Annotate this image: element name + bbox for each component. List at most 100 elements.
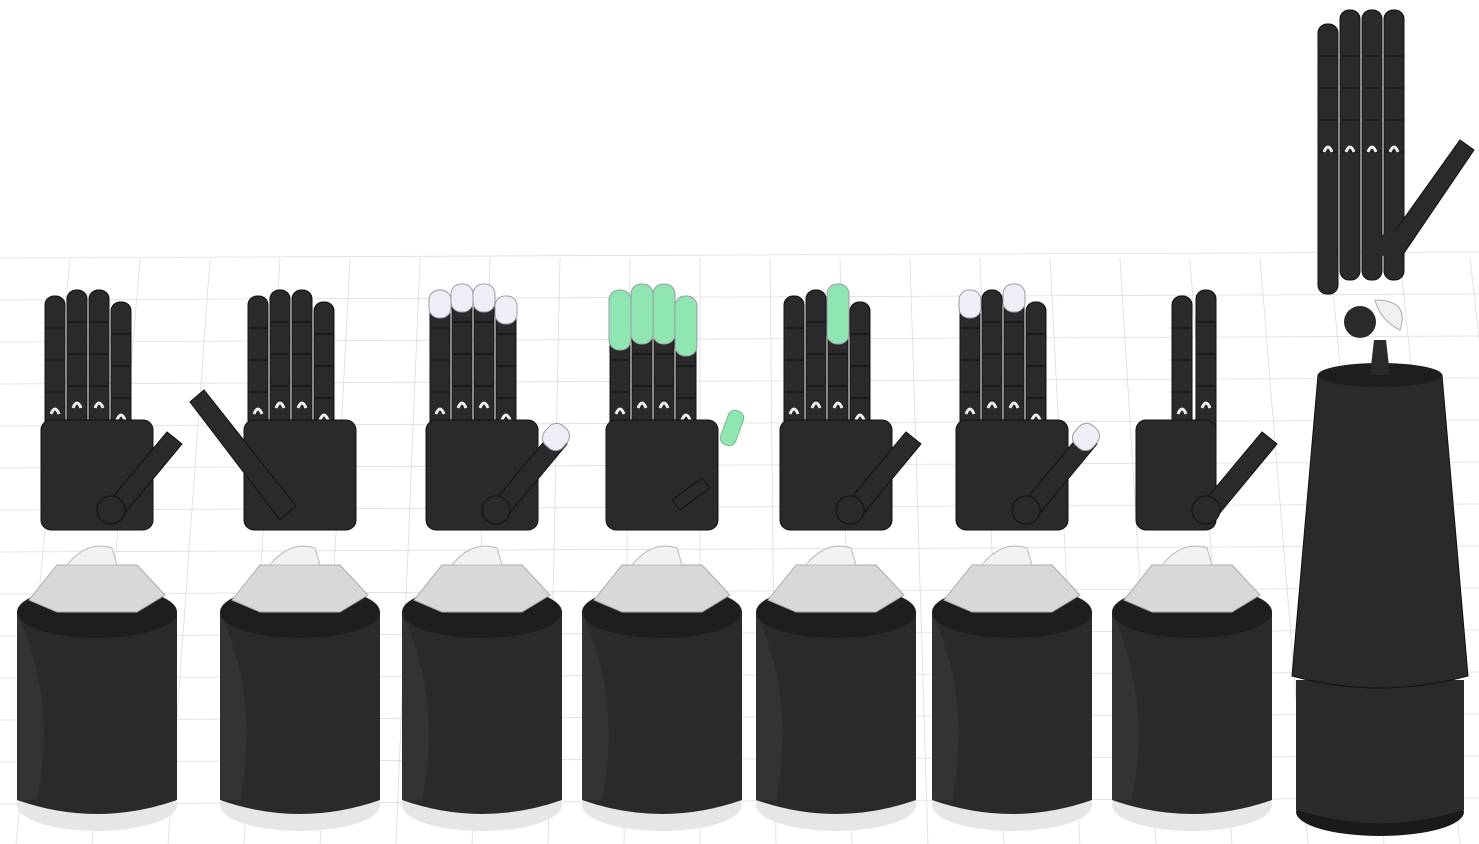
thumb-base	[96, 495, 126, 525]
fingertip	[1002, 283, 1026, 313]
finger-joint-mark	[680, 413, 692, 421]
base-highlight	[17, 612, 44, 800]
fingertip	[450, 283, 474, 313]
finger-joint-mark	[434, 407, 446, 415]
finger-joint-mark	[274, 401, 286, 409]
finger-joint-mark	[964, 407, 976, 415]
grid-line	[0, 335, 1479, 343]
wrist-joint	[980, 545, 1033, 566]
wrist-mount	[767, 564, 905, 613]
grid-line	[909, 257, 929, 844]
base-cylinder	[402, 612, 562, 814]
fingertip	[958, 289, 982, 319]
wrist-mount	[943, 564, 1081, 613]
finger-joint-mark	[478, 401, 490, 409]
wrist-joint	[65, 545, 118, 566]
tall-wrist-ring	[1374, 299, 1403, 331]
finger-joint-mark	[71, 401, 83, 409]
wrist-joint	[804, 545, 857, 566]
base-highlight	[932, 612, 959, 800]
finger-joint-mark	[1366, 145, 1378, 153]
fingertip	[630, 283, 654, 345]
fingertip	[472, 283, 496, 313]
hand-1-open	[17, 289, 183, 831]
base-highlight	[220, 612, 247, 800]
tall-base-lower	[1296, 680, 1464, 823]
wrist-joint	[268, 545, 321, 566]
hand-2-thumb-left	[189, 289, 380, 831]
wrist-joint	[1160, 545, 1213, 566]
hand-8-tall-base	[1291, 9, 1475, 836]
finger-joint-mark	[318, 413, 330, 421]
base-highlight	[756, 612, 783, 800]
grid-line	[395, 257, 421, 844]
base-cylinder	[1112, 612, 1272, 814]
thumb-base	[1378, 231, 1406, 259]
finger-joint-mark	[49, 407, 61, 415]
finger-joint-mark	[1322, 145, 1334, 153]
finger-joint-mark	[636, 401, 648, 409]
grid-line	[0, 545, 1479, 553]
finger-joint-mark	[1176, 407, 1188, 415]
wrist-joint	[630, 545, 683, 566]
finger-joint-mark	[986, 401, 998, 409]
thumb-base	[835, 495, 865, 525]
finger-joint-mark	[296, 401, 308, 409]
tall-base-upper	[1291, 374, 1469, 689]
thumb-base	[1011, 495, 1041, 525]
hand-3-white-tips	[402, 283, 570, 831]
fingertip	[608, 289, 632, 351]
base-highlight	[1112, 612, 1139, 800]
finger-joint-mark	[1344, 145, 1356, 153]
finger-joint-mark	[500, 413, 512, 421]
finger-joint-mark	[1008, 401, 1020, 409]
hand-4-green-fingers	[582, 283, 745, 831]
finger-joint-mark	[1388, 145, 1400, 153]
grid-line	[0, 503, 1479, 511]
base-cylinder	[17, 612, 177, 814]
finger-joint-mark	[614, 407, 626, 415]
base-cylinder	[932, 612, 1092, 814]
finger-joint-mark	[1200, 401, 1212, 409]
base-cylinder	[582, 612, 742, 814]
fingertip	[494, 295, 518, 325]
wrist-mount	[231, 564, 369, 613]
finger-joint-mark	[854, 413, 866, 421]
wrist-mount	[1123, 564, 1261, 613]
finger-joint-mark	[456, 401, 468, 409]
grid-line	[0, 251, 1479, 259]
tall-wrist	[1370, 340, 1390, 375]
wrist-mount	[593, 564, 731, 613]
thumb-tip-detached	[719, 409, 745, 447]
thumb-base	[1191, 495, 1221, 525]
finger-joint-mark	[788, 407, 800, 415]
fingertip	[674, 295, 698, 357]
thumb	[671, 477, 711, 511]
finger	[1339, 9, 1361, 281]
fingertip	[428, 289, 452, 319]
base-highlight	[582, 612, 609, 800]
finger-joint-mark	[658, 401, 670, 409]
thumb-tip	[1072, 422, 1100, 452]
thumb	[189, 389, 297, 521]
hands-group	[17, 9, 1475, 836]
fingertip	[652, 283, 676, 345]
finger	[1317, 23, 1339, 295]
finger-joint-mark	[252, 407, 264, 415]
finger-joint-mark	[1030, 413, 1042, 421]
wrist-mount	[28, 564, 166, 613]
wrist-joint	[450, 545, 503, 566]
base-highlight	[402, 612, 429, 800]
palm	[605, 419, 719, 531]
finger-joint-mark	[832, 401, 844, 409]
thumb-base	[481, 495, 511, 525]
hand-5-one-green-finger	[756, 283, 922, 831]
grid-line	[0, 377, 1479, 385]
grid-line	[0, 293, 1479, 301]
tall-wrist-joint	[1344, 306, 1376, 338]
hand-6-partial-white-tips	[932, 283, 1100, 831]
finger-joint-mark	[93, 401, 105, 409]
fingertip	[826, 283, 850, 345]
hand-7-two-fingers	[1112, 289, 1278, 831]
